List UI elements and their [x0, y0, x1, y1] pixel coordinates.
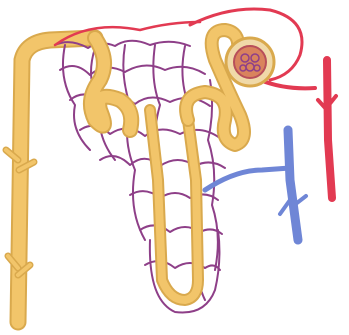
collecting-duct: [6, 38, 95, 322]
glomerulus: [226, 38, 274, 86]
loop-of-henle: [150, 110, 198, 300]
renal-vein-branch: [205, 130, 306, 240]
